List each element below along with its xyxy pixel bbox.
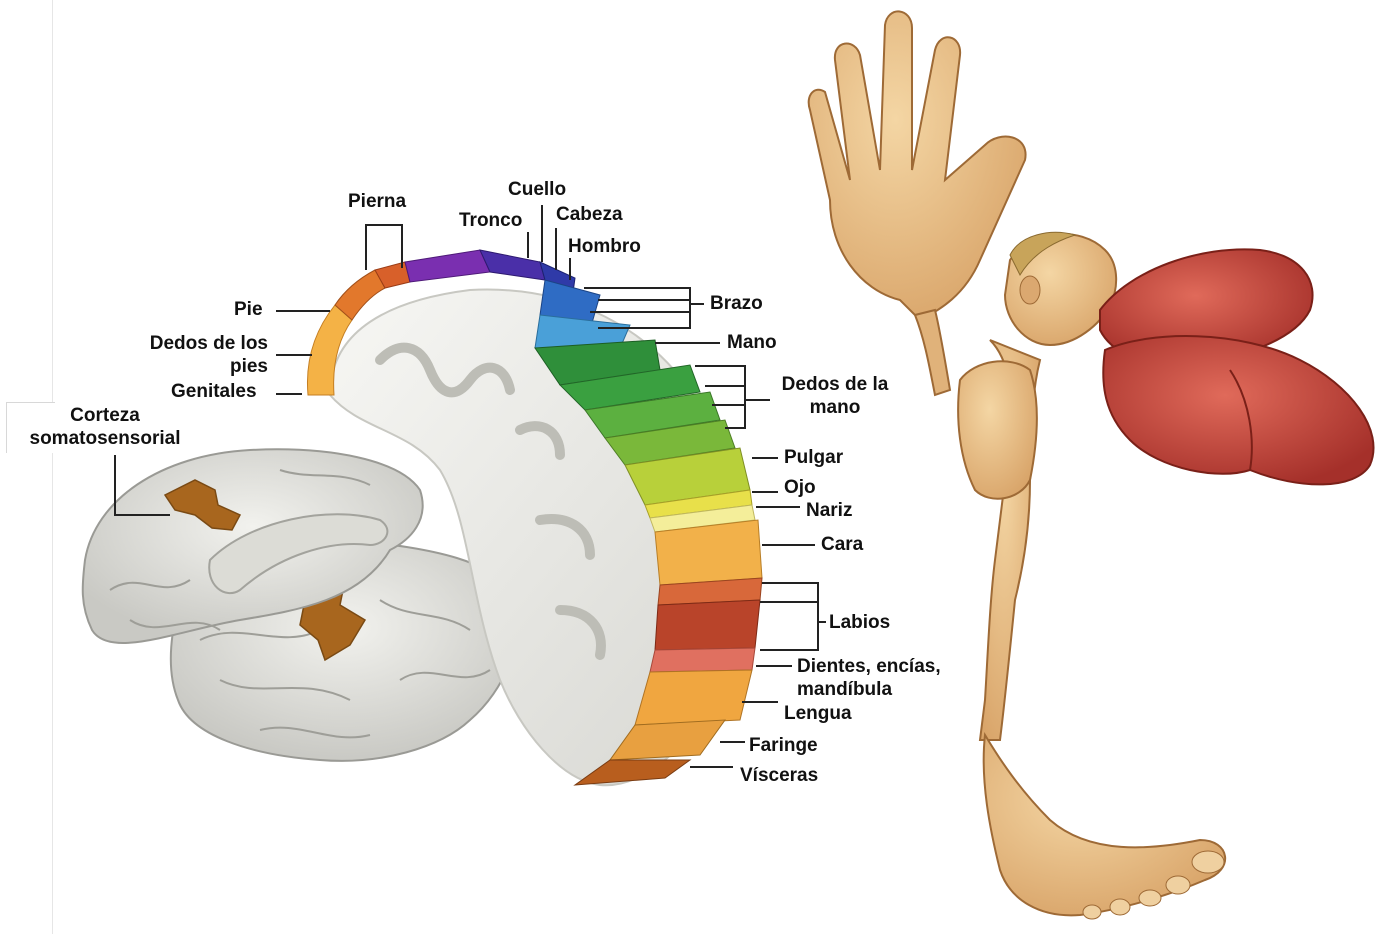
label-cuello: Cuello — [508, 178, 566, 201]
label-dedos-pies-line1: Dedos de los — [120, 332, 268, 355]
label-dedos-mano-line1: Dedos de la — [772, 373, 898, 396]
label-dedos-pies: Dedos de los pies — [120, 332, 268, 378]
label-dientes: Dientes, encías, mandíbula — [797, 655, 941, 701]
label-lengua: Lengua — [784, 702, 852, 725]
label-dedos-pies-line2: pies — [120, 355, 268, 378]
homunculus-figure — [809, 11, 1374, 919]
label-pierna: Pierna — [348, 190, 406, 213]
label-dientes-line1: Dientes, encías, — [797, 655, 941, 678]
label-cara: Cara — [821, 533, 863, 556]
label-pulgar: Pulgar — [784, 446, 843, 469]
label-dedos-mano: Dedos de la mano — [772, 373, 898, 419]
label-nariz: Nariz — [806, 499, 852, 522]
label-pie: Pie — [234, 298, 263, 321]
label-visceras: Vísceras — [740, 764, 818, 787]
label-corteza-line2: somatosensorial — [14, 427, 196, 450]
label-faringe: Faringe — [749, 734, 818, 757]
label-hombro: Hombro — [568, 235, 641, 258]
label-brazo: Brazo — [710, 292, 763, 315]
label-corteza: Corteza somatosensorial — [14, 404, 196, 450]
label-cabeza: Cabeza — [556, 203, 623, 226]
label-tronco: Tronco — [459, 209, 522, 232]
label-dientes-line2: mandíbula — [797, 678, 941, 701]
label-dedos-mano-line2: mano — [772, 396, 898, 419]
label-mano: Mano — [727, 331, 777, 354]
label-corteza-line1: Corteza — [14, 404, 196, 427]
label-genitales: Genitales — [171, 380, 257, 403]
label-ojo: Ojo — [784, 476, 816, 499]
label-labios: Labios — [829, 611, 890, 634]
